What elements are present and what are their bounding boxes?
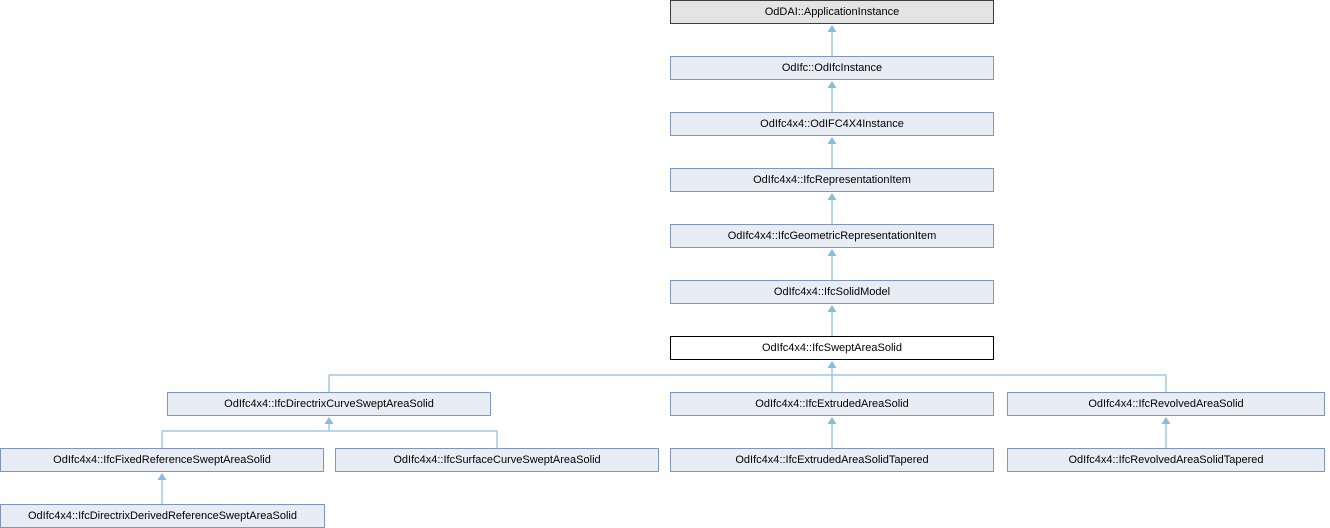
node-odifc4x4-ifcsolidmodel[interactable]: OdIfc4x4::IfcSolidModel (670, 280, 994, 304)
node-odifc4x4-ifcrevolvedareasolidtapered[interactable]: OdIfc4x4::IfcRevolvedAreaSolidTapered (1007, 448, 1325, 472)
node-odifc4x4-ifcdirectrixderivedreferencesweptareasolid[interactable]: OdIfc4x4::IfcDirectrixDerivedReferenceSw… (0, 504, 325, 528)
node-odifc4x4-ifcrevolvedareasolid[interactable]: OdIfc4x4::IfcRevolvedAreaSolid (1007, 392, 1325, 416)
node-odifc4x4-ifcsweptareasolid-current: OdIfc4x4::IfcSweptAreaSolid (670, 336, 994, 360)
node-odifc4x4-ifcextrudedareasolidtapered[interactable]: OdIfc4x4::IfcExtrudedAreaSolidTapered (670, 448, 994, 472)
node-odifc4x4-ifcgeometricrepresentationitem[interactable]: OdIfc4x4::IfcGeometricRepresentationItem (670, 224, 994, 248)
node-odifc4x4-ifcsurfacecurvesweptareasolid[interactable]: OdIfc4x4::IfcSurfaceCurveSweptAreaSolid (335, 448, 659, 472)
node-odifc4x4-ifcextrudedareasolid[interactable]: OdIfc4x4::IfcExtrudedAreaSolid (670, 392, 994, 416)
node-odifc4x4-ifcdirectrixcurvesweptareasolid[interactable]: OdIfc4x4::IfcDirectrixCurveSweptAreaSoli… (167, 392, 491, 416)
node-odifc4x4-odifc4x4instance[interactable]: OdIfc4x4::OdIFC4X4Instance (670, 112, 994, 136)
node-odifc4x4-ifcrepresentationitem[interactable]: OdIfc4x4::IfcRepresentationItem (670, 168, 994, 192)
node-odifc-odifcinstance[interactable]: OdIfc::OdIfcInstance (670, 56, 994, 80)
node-oddai-applicationinstance: OdDAI::ApplicationInstance (670, 0, 994, 24)
node-odifc4x4-ifcfixedreferencesweptareasolid[interactable]: OdIfc4x4::IfcFixedReferenceSweptAreaSoli… (0, 448, 324, 472)
edge-lines (161, 31, 1167, 504)
